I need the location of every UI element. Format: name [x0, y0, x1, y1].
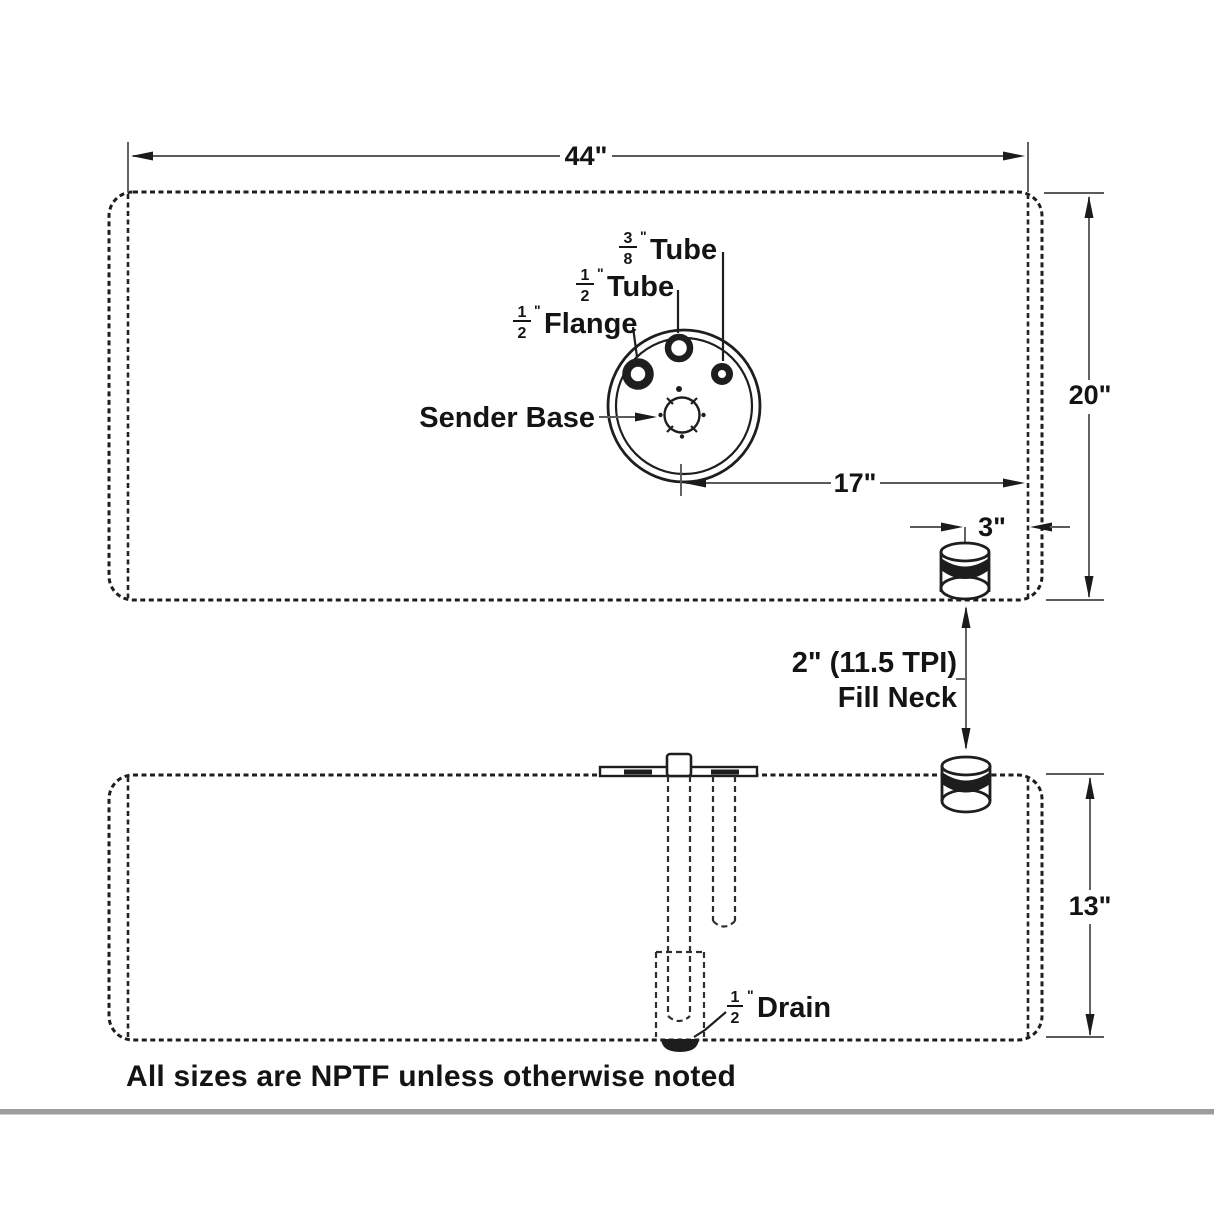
tube-12-port — [664, 333, 694, 363]
arrowhead-down — [1084, 576, 1094, 598]
sender-index-dot — [676, 386, 682, 392]
arrowhead-left — [684, 478, 706, 488]
label-text: Tube — [607, 271, 674, 303]
dimension-length-44: 44" — [127, 141, 1029, 192]
label-text: Drain — [757, 992, 831, 1024]
neck-top-rim — [939, 541, 991, 563]
fraction-denominator: 2 — [518, 325, 527, 342]
port-labels: 3 8 " Tube 1 2 " Tube 1 2 " Flange Sende… — [419, 228, 717, 434]
fraction-denominator: 2 — [581, 288, 590, 305]
arrowhead-right — [1003, 478, 1025, 488]
arrowhead-down — [1085, 1014, 1095, 1036]
tube-38-port — [711, 363, 733, 385]
sender-plate-assembly — [606, 252, 762, 484]
fraction-denominator: 2 — [731, 1010, 740, 1027]
inch-mark: " — [640, 228, 647, 244]
label-drain-12: 1 2 " Drain — [693, 987, 831, 1038]
fraction-numerator: 3 — [624, 230, 633, 247]
tank-side-outline — [107, 773, 1044, 1042]
fraction-numerator: 1 — [581, 267, 590, 284]
fraction-numerator: 1 — [518, 304, 527, 321]
flange-12-port — [622, 358, 654, 390]
dimension-side-height-13: 13" — [1046, 773, 1112, 1038]
fill-neck-spec-text: 2" (11.5 TPI) — [792, 647, 957, 679]
arrowhead-right — [941, 522, 963, 532]
sender-bolt-dot — [679, 434, 685, 439]
neck-thread-band — [942, 772, 990, 793]
sizing-note: All sizes are NPTF unless otherwise note… — [126, 1060, 736, 1093]
inch-mark: " — [534, 302, 541, 318]
label-text: Sender Base — [419, 402, 595, 434]
dimension-text-neck-offset: 3" — [978, 512, 1006, 542]
arrowhead-up — [1084, 196, 1094, 218]
arrowhead-up — [961, 606, 971, 628]
arrowhead-right — [635, 412, 657, 422]
flange-leader-line — [631, 326, 639, 358]
neck-top-rim — [940, 755, 992, 777]
label-tube-38: 3 8 " Tube — [619, 228, 717, 268]
arrowhead-left — [1030, 522, 1052, 532]
fill-neck-top-view — [939, 541, 991, 601]
sender-bolt-dot — [701, 412, 706, 418]
arrowhead-up — [1085, 777, 1095, 799]
label-sender-base: Sender Base — [419, 402, 657, 434]
drain-leader-line — [693, 1011, 727, 1038]
dimension-text-side-height: 13" — [1069, 891, 1112, 921]
label-text: Tube — [650, 234, 717, 266]
inch-mark: " — [747, 987, 754, 1003]
arrowhead-right — [1003, 151, 1025, 161]
dimension-text-height: 20" — [1069, 380, 1112, 410]
drain-plug — [661, 1039, 699, 1052]
neck-bottom-rim — [940, 788, 992, 814]
label-text: Flange — [544, 308, 637, 340]
tank-top-outline — [107, 190, 1044, 602]
tank-side-view — [107, 752, 1044, 1052]
fraction-numerator: 1 — [731, 989, 740, 1006]
dimension-height-20: 20" — [1044, 192, 1112, 601]
fill-neck-callout: 2" (11.5 TPI) Fill Neck — [792, 606, 971, 750]
arrowhead-left — [131, 151, 153, 161]
pickup-tube-bottom — [667, 1015, 691, 1023]
label-flange-12: 1 2 " Flange — [513, 302, 637, 342]
neck-bottom-rim — [939, 575, 991, 601]
inch-mark: " — [597, 265, 604, 281]
sender-base-circle — [663, 396, 701, 434]
fraction-denominator: 8 — [624, 251, 633, 268]
neck-thread-band — [941, 558, 989, 579]
page-divider — [0, 1109, 1214, 1115]
fill-neck-name-text: Fill Neck — [838, 682, 958, 714]
dimension-text-length: 44" — [565, 141, 608, 171]
tank-top-view — [107, 190, 1044, 602]
sender-bolt-dot — [658, 412, 663, 418]
label-tube-12: 1 2 " Tube — [576, 265, 674, 305]
dimension-neck-offset-3: 3" — [910, 512, 1070, 546]
vent-tube-bottom — [712, 920, 736, 928]
dimension-text-sender-offset: 17" — [834, 468, 877, 498]
fill-neck-side-view — [940, 755, 992, 814]
arrowhead-down — [961, 728, 971, 750]
plate-outer-circle — [606, 328, 762, 484]
dimension-sender-offset-17: 17" — [680, 464, 1025, 498]
sender-base-bolt-ticks — [666, 397, 698, 433]
tube-cap — [665, 752, 693, 778]
